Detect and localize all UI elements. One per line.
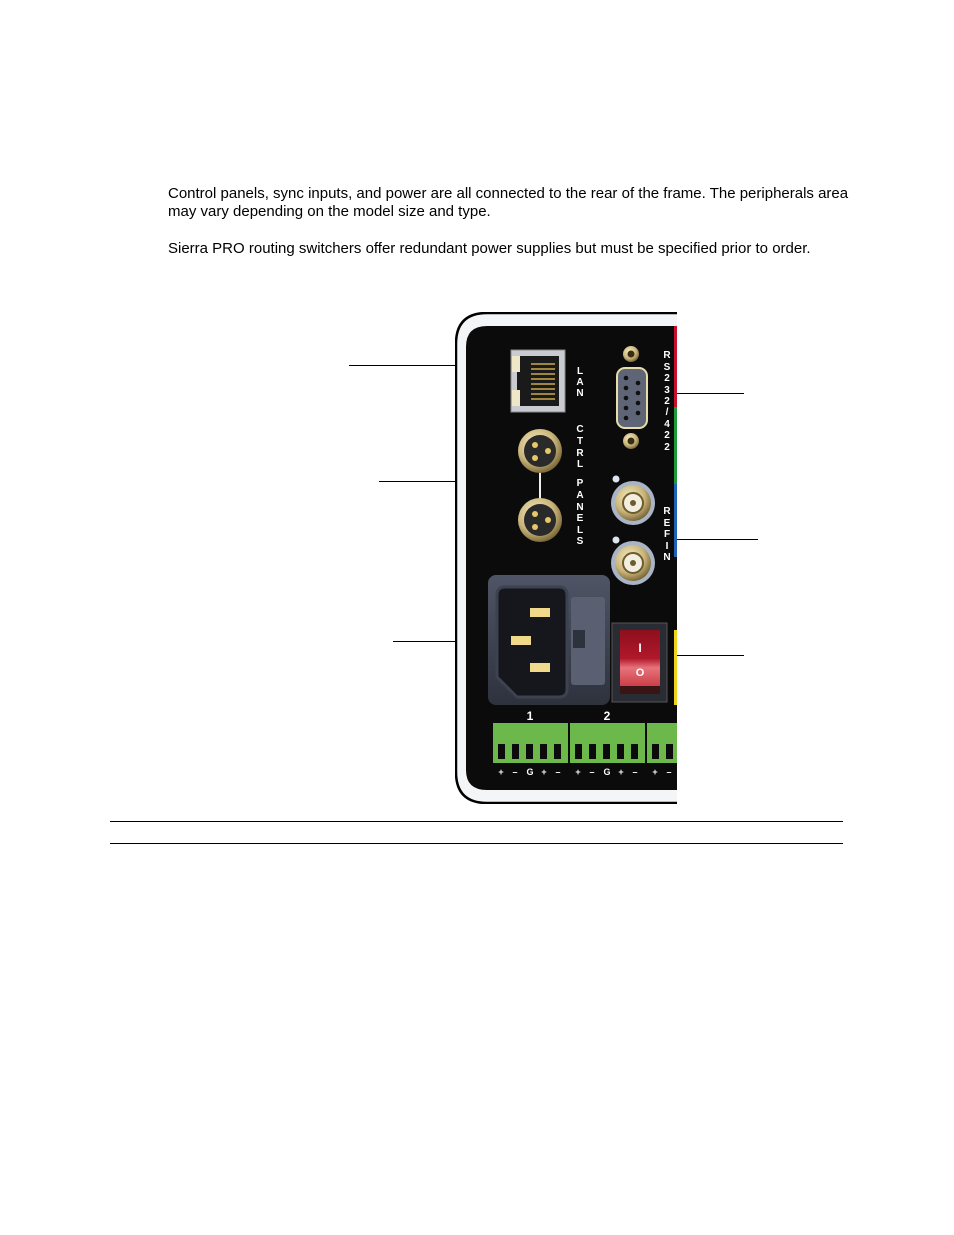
- panel-label: +: [541, 767, 546, 777]
- panel-label: /: [666, 407, 669, 418]
- caption-rule-bottom: [110, 843, 843, 844]
- panel-label: +: [652, 767, 657, 777]
- rear-panel-figure: L A N C T R L P A N E L S R S 2 3: [455, 312, 677, 804]
- panel-label: 2: [664, 430, 670, 441]
- panel-label: S: [664, 362, 671, 373]
- panel-label: 2: [664, 373, 670, 384]
- ctrl-panel-connector-2: [518, 498, 562, 542]
- ctrl-panel-connector-1: [518, 429, 562, 473]
- panel-label: N: [663, 552, 670, 563]
- rs232-port: [616, 346, 648, 449]
- panel-label: –: [666, 767, 671, 777]
- panel-label: A: [576, 377, 583, 388]
- callout-ref-in: [656, 539, 758, 540]
- strip-red: [674, 326, 677, 407]
- strip-yellow: [674, 630, 677, 705]
- strip-blue: [674, 484, 677, 557]
- terminal-2-label: 2: [604, 709, 611, 723]
- panel-label: I: [638, 641, 641, 655]
- panel-label: G: [603, 767, 610, 777]
- callout-power-switch: [640, 655, 744, 656]
- panel-label: +: [498, 767, 503, 777]
- panel-label: S: [577, 536, 584, 547]
- panel-label: E: [577, 513, 584, 524]
- panel-label: 2: [664, 442, 670, 453]
- panel-label: A: [576, 490, 583, 501]
- panel-label: R: [663, 506, 671, 517]
- panel-label: L: [577, 366, 583, 377]
- panel-label: –: [632, 767, 637, 777]
- panel-label: G: [526, 767, 533, 777]
- panel-label: N: [576, 502, 583, 513]
- panel-label: O: [636, 667, 645, 679]
- panel-label: R: [576, 448, 584, 459]
- terminal-blocks: [493, 723, 677, 763]
- panel-label: 3: [664, 385, 670, 396]
- panel-label: +: [618, 767, 623, 777]
- panel-label: P: [577, 478, 584, 489]
- lan-port: [510, 349, 566, 413]
- strip-green: [674, 407, 677, 484]
- ref-in-bnc-2: [611, 536, 655, 585]
- intro-paragraph: Control panels, sync inputs, and power a…: [168, 185, 849, 220]
- panel-label: R: [663, 350, 671, 361]
- ref-in-bnc-1: [611, 475, 655, 525]
- power-inlet: [488, 575, 610, 705]
- panel-label: T: [577, 436, 583, 447]
- callout-lan: [349, 365, 471, 366]
- terminal-pin-labels: + – G + – + – G + – + –: [498, 767, 671, 777]
- panel-label: +: [575, 767, 580, 777]
- panel-label: 4: [664, 419, 670, 430]
- panel-label: –: [512, 767, 517, 777]
- callout-ctrl-panels: [379, 481, 471, 482]
- panel-label: L: [577, 525, 583, 536]
- power-paragraph: Sierra PRO routing switchers offer redun…: [168, 240, 811, 257]
- panel-label: I: [666, 541, 669, 552]
- terminal-1-label: 1: [527, 709, 534, 723]
- panel-label: –: [589, 767, 594, 777]
- power-switch: I O: [611, 622, 668, 703]
- panel-label: 2: [664, 396, 670, 407]
- panel-label: F: [664, 529, 670, 540]
- callout-rs232: [645, 393, 744, 394]
- panel-label: –: [555, 767, 560, 777]
- panel-label: C: [576, 424, 583, 435]
- panel-label: E: [664, 518, 671, 529]
- callout-power-inlet: [393, 641, 471, 642]
- caption-rule-top: [110, 821, 843, 822]
- panel-label: L: [577, 459, 583, 470]
- panel-label: N: [576, 388, 583, 399]
